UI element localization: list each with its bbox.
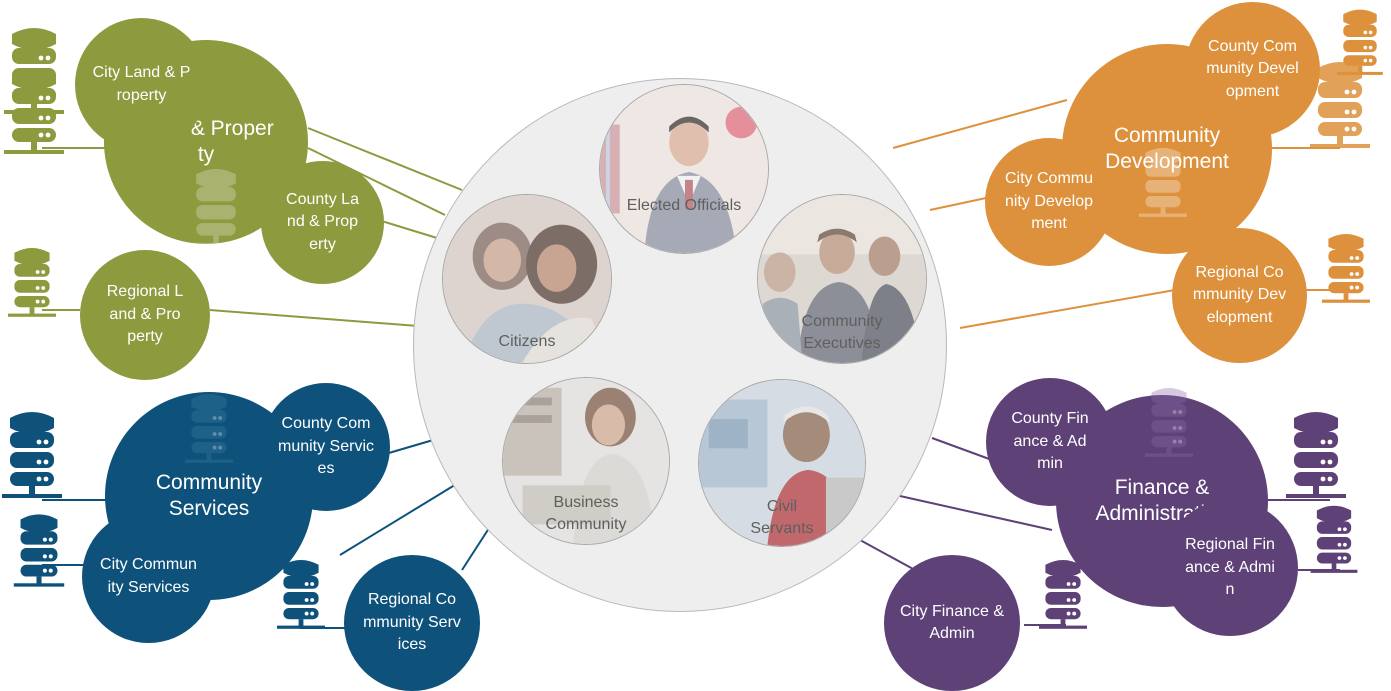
- community-executives-text: Community Executives: [801, 313, 883, 352]
- county-community-services-node[interactable]: County Community Services: [262, 383, 390, 511]
- civil-servants-photo: [699, 380, 865, 546]
- database-server-icon: [1286, 412, 1346, 498]
- database-server-icon: [4, 68, 64, 154]
- regional-finance-admin-label: Regional Finance & Admin: [1185, 536, 1275, 599]
- fa-connector: [931, 437, 993, 461]
- regional-land-property-node[interactable]: Regional Land & Property: [80, 250, 210, 380]
- civil-servants-text: Civil Servants: [750, 498, 814, 537]
- business-community-text: Business Community: [545, 494, 627, 533]
- city-community-development-label: City Community Development: [1004, 170, 1094, 233]
- database-server-icon: [189, 169, 243, 247]
- database-server-icon: [185, 394, 233, 463]
- city-finance-admin-label: City Finance & Admin: [899, 602, 1005, 642]
- persona-community-executives[interactable]: Community Executives: [757, 194, 927, 364]
- cd-connector: [959, 289, 1176, 329]
- elected-officials-photo: [600, 85, 768, 253]
- county-land-property-node[interactable]: County Land & Property: [261, 161, 384, 284]
- regional-community-services-node[interactable]: Regional Community Services: [344, 555, 480, 691]
- community-services-main-label: Community Services: [155, 470, 263, 520]
- county-finance-admin-node[interactable]: County Finance & Admin: [986, 378, 1114, 506]
- city-land-property-node[interactable]: City Land & Property: [75, 18, 208, 151]
- persona-civil-servants[interactable]: Civil Servants: [698, 379, 866, 547]
- database-server-icon: [1310, 62, 1370, 148]
- regional-finance-admin-node[interactable]: Regional Finance & Admin: [1162, 500, 1298, 636]
- city-community-development-node[interactable]: City Community Development: [985, 138, 1113, 266]
- county-community-services-label: County Community Services: [277, 415, 375, 478]
- community-executives-photo: [758, 195, 926, 363]
- cd-connector: [892, 99, 1068, 149]
- county-finance-admin-label: County Finance & Admin: [1011, 410, 1089, 473]
- database-server-icon: [8, 248, 56, 317]
- database-server-icon: [2, 412, 62, 498]
- citizens-label: Citizens: [498, 333, 556, 350]
- persona-business-community[interactable]: Business Community: [502, 377, 670, 545]
- cs-connector: [339, 479, 464, 556]
- land-connector: [307, 147, 446, 216]
- database-server-icon: [1139, 148, 1187, 217]
- community-executives-label: Community Executives: [758, 311, 926, 354]
- county-land-property-label: County Land & Property: [286, 190, 359, 253]
- persona-elected-officials[interactable]: Elected Officials: [599, 84, 769, 254]
- database-server-icon: [13, 514, 65, 587]
- elected-officials-label: Elected Officials: [626, 197, 742, 214]
- database-server-icon: [1310, 505, 1358, 573]
- city-land-property-label: City Land & Property: [92, 64, 191, 104]
- business-community-label: Business Community: [503, 492, 669, 535]
- county-community-development-node[interactable]: County Community Development: [1185, 2, 1320, 137]
- database-server-icon: [1322, 234, 1370, 303]
- regional-community-development-label: Regional Community Development: [1192, 263, 1287, 326]
- business-community-photo: [503, 378, 669, 544]
- database-server-icon: [1039, 560, 1087, 629]
- city-community-services-node[interactable]: City Community Services: [82, 510, 215, 643]
- fa-connector: [859, 539, 916, 571]
- city-finance-admin-node[interactable]: City Finance & Admin: [884, 555, 1020, 691]
- stakeholder-hub: Elected Officials Citizens: [413, 78, 947, 612]
- civil-servants-label: Civil Servants: [699, 496, 865, 539]
- community-development-main-label: Community Development: [1105, 123, 1229, 173]
- fa-connector: [899, 495, 1053, 531]
- regional-community-services-label: Regional Community Services: [363, 591, 461, 654]
- city-community-services-label: City Community Services: [100, 556, 197, 596]
- database-server-icon: [277, 560, 325, 629]
- land-connector: [307, 127, 463, 191]
- regional-land-property-label: Regional Land & Property: [106, 283, 184, 346]
- citizens-photo: [443, 195, 611, 363]
- database-server-icon: [1145, 388, 1193, 457]
- county-community-development-label: County Community Development: [1206, 37, 1299, 100]
- regional-community-development-node[interactable]: Regional Community Development: [1172, 228, 1307, 363]
- land-connector: [209, 309, 419, 327]
- persona-citizens[interactable]: Citizens: [442, 194, 612, 364]
